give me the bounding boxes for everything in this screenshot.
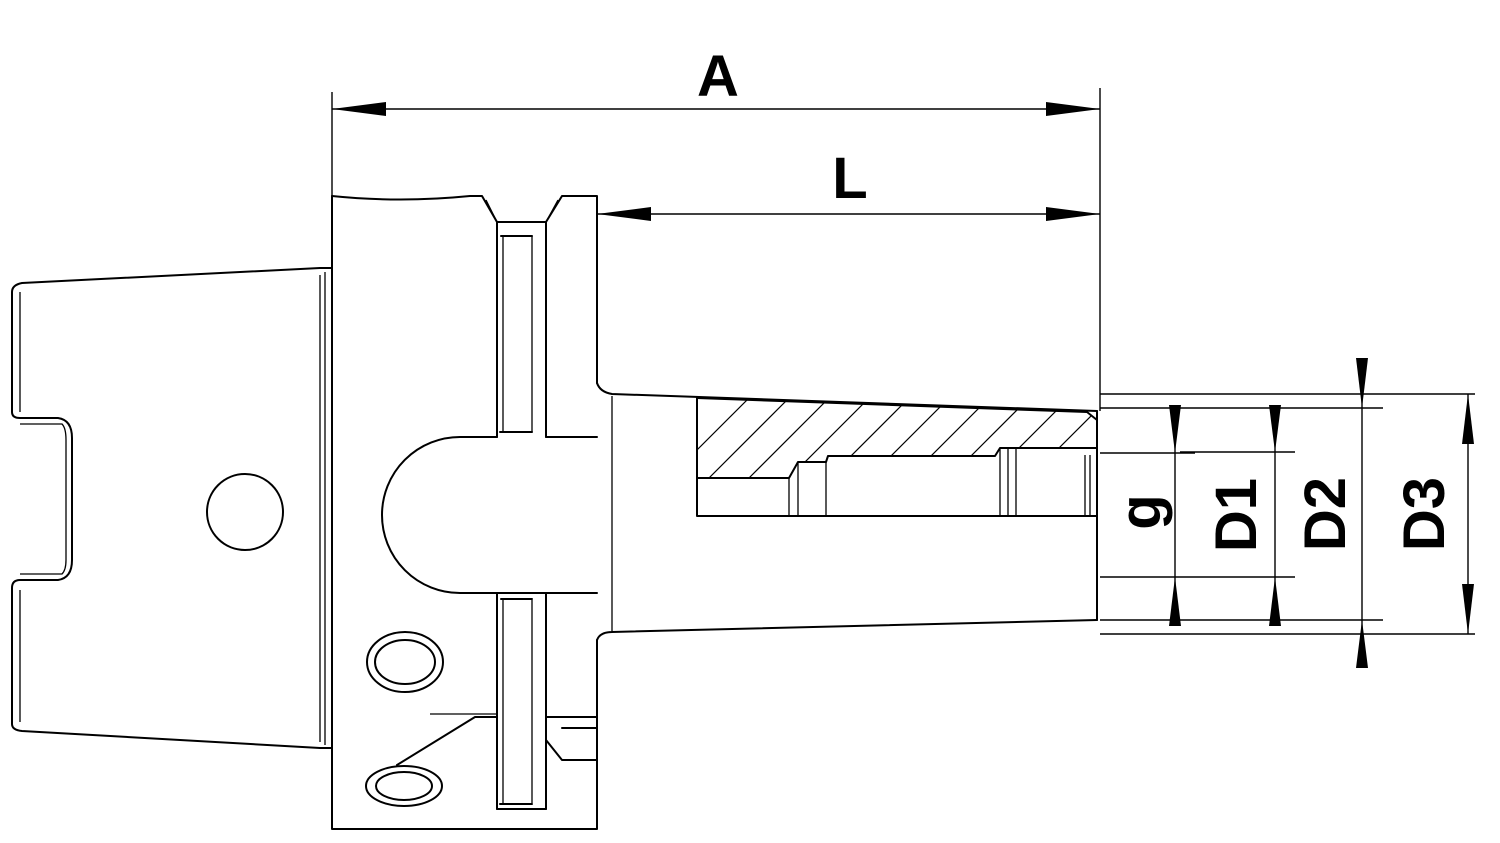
dimension-l: L xyxy=(597,146,1100,221)
projection-body xyxy=(596,382,1098,641)
dimension-label-d3: D3 xyxy=(1392,477,1457,551)
dimension-d2: D2 xyxy=(1293,358,1368,668)
dimension-d3: D3 xyxy=(1392,394,1474,634)
drive-hole xyxy=(206,473,284,551)
dimension-g: g xyxy=(1108,405,1181,626)
taper-shank xyxy=(11,267,333,749)
dimension-a: A xyxy=(331,44,1101,411)
dimension-label-l: L xyxy=(832,146,867,211)
dimension-label-g: g xyxy=(1108,494,1173,529)
dimension-label-d2: D2 xyxy=(1293,477,1358,551)
dimension-label-a: A xyxy=(697,44,739,109)
coolant-ports xyxy=(365,631,444,807)
dimension-d1: D1 xyxy=(1204,405,1281,626)
semicircle-cutout xyxy=(381,436,498,594)
diameter-extension-lines xyxy=(1100,393,1475,635)
flange-body xyxy=(331,195,598,830)
dimension-label-d1: D1 xyxy=(1204,478,1269,552)
